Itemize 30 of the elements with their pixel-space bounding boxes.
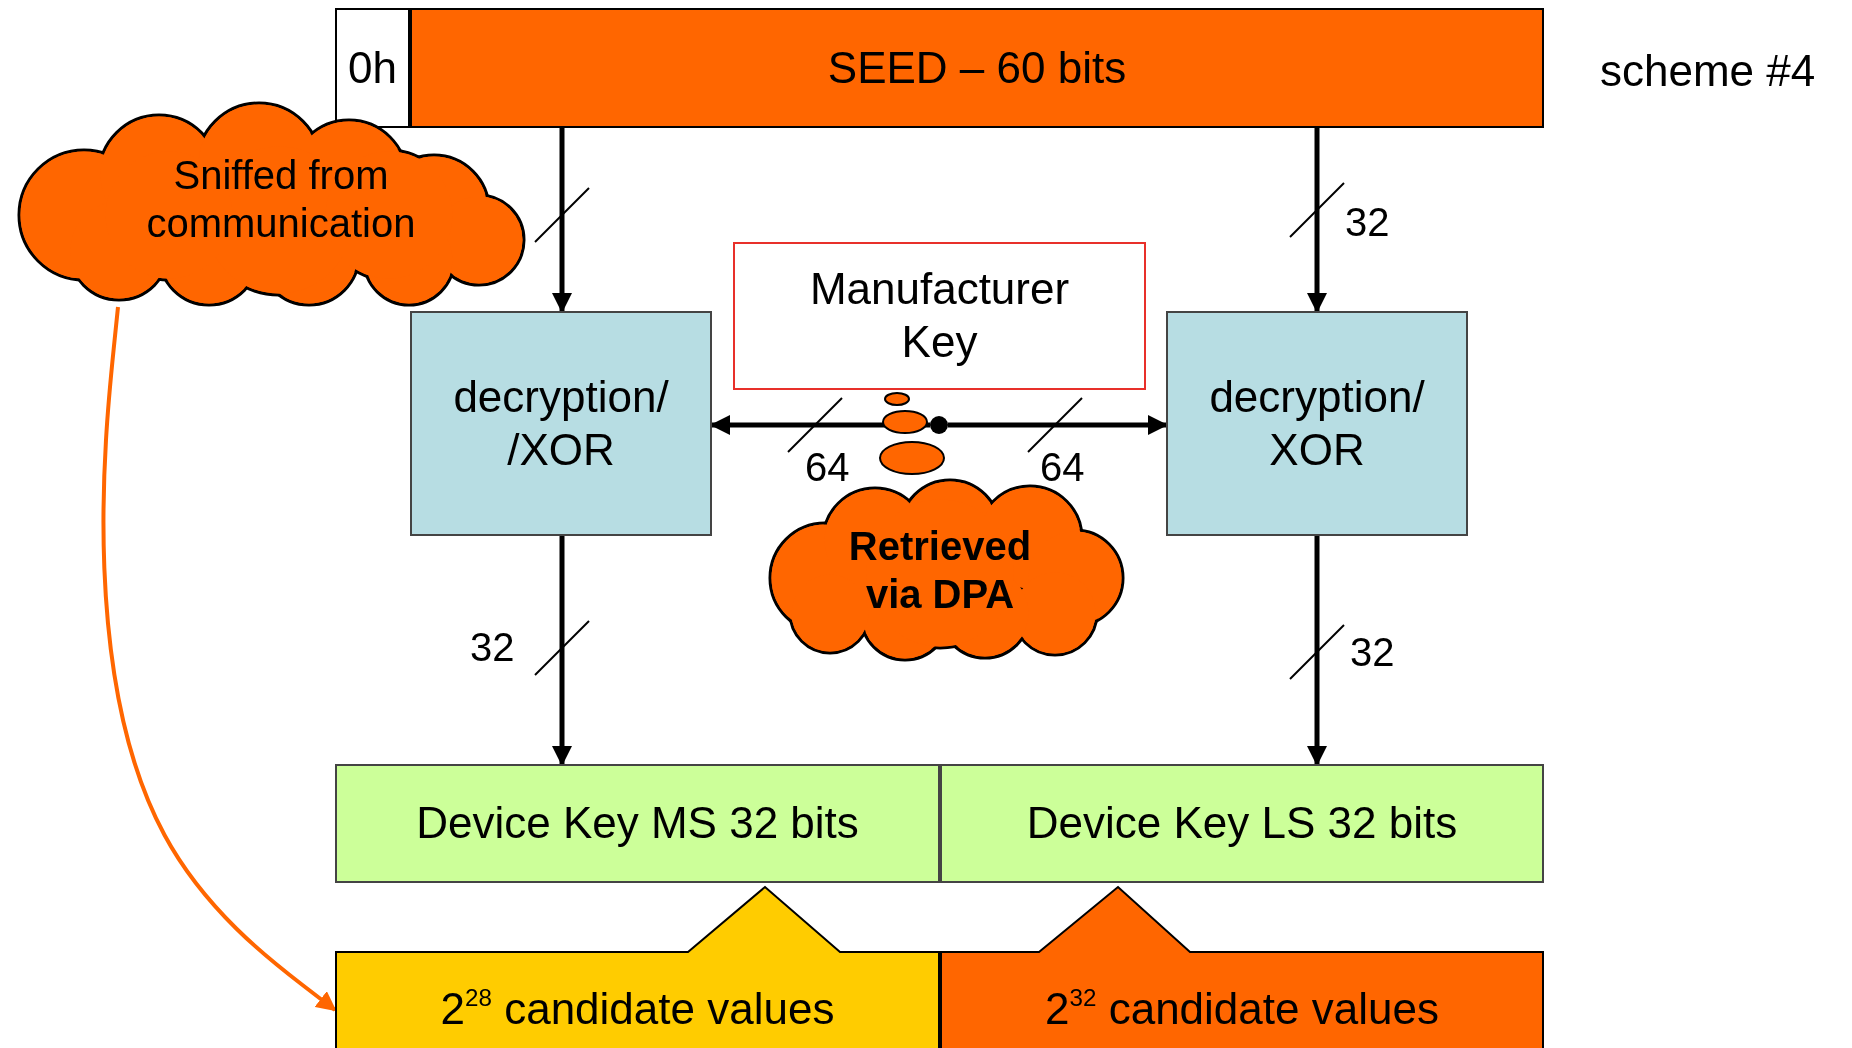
node-text: Device Key MS 32 bits — [416, 797, 859, 850]
node-text: Manufacturer Key — [808, 263, 1071, 368]
arrow — [1307, 128, 1327, 313]
candidate-count: 2$^{28}$ candidate values — [440, 983, 835, 1036]
process-box — [410, 311, 712, 536]
key-box — [733, 242, 1146, 390]
bus-width-label: 64 — [1040, 445, 1085, 490]
arrow — [1307, 536, 1327, 766]
arrow — [101, 306, 337, 1012]
key-half-box — [335, 764, 940, 883]
node-text: Retrieved via DPA — [847, 522, 1033, 618]
candidate-count: 2$^{32}$ candidate values — [1045, 983, 1439, 1036]
arrow — [552, 536, 572, 766]
node-text: Sniffed from communication — [145, 151, 417, 247]
bus-width-label: 64 — [805, 445, 850, 490]
process-box — [1166, 311, 1468, 536]
bus-width-label: 32 — [1345, 200, 1390, 245]
bus-width-label: 32 — [470, 625, 515, 670]
node-text: decryption/ /XOR — [452, 370, 670, 476]
node-text: decryption/ XOR — [1208, 370, 1426, 476]
arrow — [948, 415, 1168, 435]
node-text: Device Key LS 32 bits — [1026, 797, 1458, 850]
node-text: SEED – 60 bits — [827, 41, 1127, 94]
data-bar — [410, 8, 1544, 128]
key-half-box — [940, 764, 1544, 883]
bus-width-label: 32 — [1350, 630, 1395, 675]
scheme-label: scheme #4 — [1600, 46, 1816, 96]
node-text: 0h — [348, 41, 397, 94]
arrow — [552, 128, 572, 313]
label-box — [335, 8, 410, 128]
